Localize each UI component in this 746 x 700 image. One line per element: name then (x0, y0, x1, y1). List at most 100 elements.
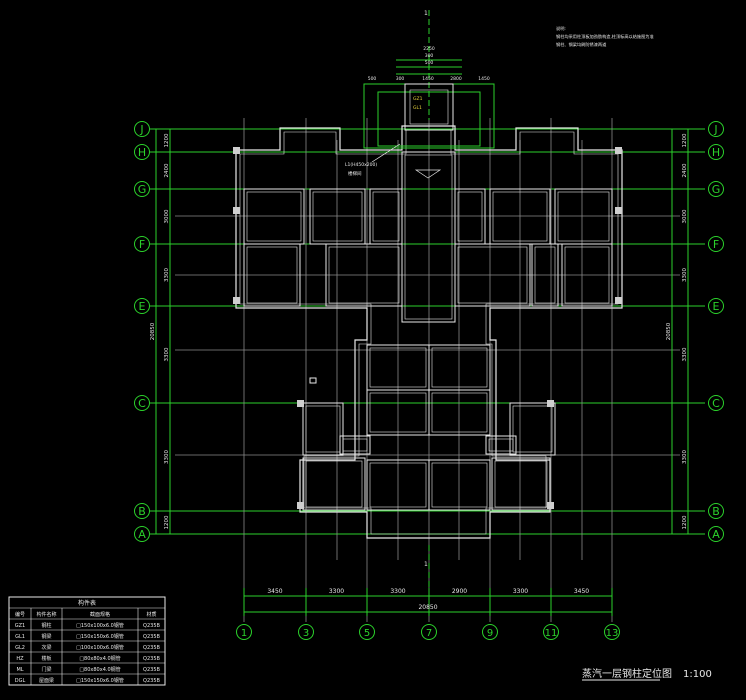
column-marker (547, 502, 554, 509)
table-cell: Q235B (143, 634, 160, 640)
column-marker (615, 147, 622, 154)
table-cell: GL2 (15, 645, 25, 651)
grid-bubble-B-right (708, 503, 724, 519)
table-cell: 次梁 (41, 644, 51, 651)
dimension-lines: 3450 3300 3300 2900 3300 3450 20850 1200 2400 300… (150, 128, 692, 616)
room-core-4 (428, 389, 491, 436)
table-cell: GZ1 (15, 623, 25, 629)
grid-label-col-9: 9 (487, 628, 493, 639)
room-upper-4 (454, 188, 486, 245)
grid-label-J: J (713, 123, 717, 136)
table-title: 构件表 (78, 599, 96, 607)
room-lower-left-inner (305, 405, 341, 453)
room-mid-right (561, 243, 613, 307)
room-mid-left (243, 243, 301, 307)
room-lower-right-inner (512, 405, 553, 453)
table-cell: ML (16, 667, 23, 673)
dim-text-left: 2400 (164, 163, 170, 177)
detail-dim-text: 2800 (450, 76, 462, 82)
table-header-cell: 构件名称 (36, 611, 56, 618)
grid-bubble-C-left (134, 395, 150, 411)
table-cell: Q235B (143, 645, 160, 651)
dim-text-bottom: 3450 (267, 588, 282, 595)
dim-text-right: 3300 (682, 347, 688, 361)
callout-stair: 楼梯间 (348, 170, 362, 177)
grid-label-col-11: 11 (545, 628, 558, 639)
dim-text-left: 3300 (164, 450, 170, 464)
column-marker (547, 400, 554, 407)
dim-text-bottom: 3300 (390, 588, 405, 595)
room-lower-left-2 (302, 457, 366, 511)
dim-text-right: 2400 (682, 163, 688, 177)
grid-bubble-col-7 (421, 624, 437, 640)
room-lower-right (509, 402, 556, 456)
detail-canopy (404, 83, 454, 131)
room-upper-2 (309, 188, 366, 245)
table-cell: 门梁 (41, 666, 51, 673)
room-mid-3-inner (457, 246, 528, 304)
grid-bubble-E-left (134, 298, 150, 314)
room-mid-left-inner (246, 246, 298, 304)
room-core-5-inner (369, 462, 427, 508)
room-upper-2-inner (312, 191, 363, 242)
room-corridor-left-inner (342, 438, 368, 452)
table-cell: Q235B (143, 656, 160, 662)
grid-bubble-A-right (708, 526, 724, 542)
callout-beam: L1(H450x200) (345, 162, 377, 168)
grid-bubble-F-right (708, 236, 724, 252)
column-marker (233, 207, 240, 214)
column-marker (233, 297, 240, 304)
detail-dim-text: 500 (425, 60, 434, 66)
room-upper-4-inner (457, 191, 483, 242)
wall-outlines (233, 125, 623, 539)
room-core-2-inner (431, 347, 488, 388)
room-upper-5-inner (492, 191, 548, 242)
grid-label-E: E (139, 300, 146, 313)
table-cell: 楼板 (41, 655, 51, 662)
dim-text-bottom: 2900 (452, 588, 467, 595)
grid-bubble-col-11 (543, 624, 559, 640)
room-core-6 (428, 459, 491, 511)
grid-bubble-H-right (708, 144, 724, 160)
room-mid-right-inner (564, 246, 610, 304)
table-cell: DGL (15, 678, 26, 684)
grid-bubble-col-3 (298, 624, 314, 640)
detail-dim-text: 1450 (478, 76, 490, 82)
member-table: 构件表编号GZ1GL1GL2HZMLDGL构件名称钢柱钢梁次梁楼板门梁屋面梁截面… (8, 596, 166, 686)
room-core-1-inner (369, 347, 427, 388)
table-cell: 屋面梁 (39, 677, 54, 684)
detail-dim-text: 1450 (422, 76, 434, 82)
room-lower-left-2-inner (305, 460, 363, 508)
detail-frame-mid (377, 91, 481, 147)
dim-text-right-total: 20850 (666, 322, 672, 340)
column-marker (615, 207, 622, 214)
grid-label-C: C (138, 397, 146, 410)
detail-dim-text: 300 (425, 53, 434, 59)
table-cell: Q235B (143, 678, 160, 684)
dim-text-bottom: 3450 (574, 588, 589, 595)
detail-dim-text: 2250 (423, 46, 435, 52)
table-header-cell: 编号 (15, 611, 25, 618)
small-marker (309, 377, 317, 384)
grid-label-col-3: 3 (303, 628, 309, 639)
section-mark-bottom: 1 (424, 561, 428, 568)
grid-label-col-13: 13 (606, 628, 619, 639)
table-header-cell: 截面规格 (90, 611, 110, 618)
grid-bubble-A-left (134, 526, 150, 542)
dim-text-right: 3000 (682, 209, 688, 223)
dim-text-right: 1200 (682, 515, 688, 529)
table-cell: □80x80x4.0钢管 (79, 666, 120, 673)
room-upper-left-inner (246, 191, 302, 242)
grid-label-F: F (139, 238, 145, 251)
detail-canopy-inner (409, 89, 449, 125)
room-upper-3-inner (372, 191, 400, 242)
table-cell: □150x100x6.0钢管 (76, 622, 124, 629)
room-core-4-inner (431, 392, 488, 433)
grid-bubble-J-right (708, 121, 724, 137)
room-corridor-left (339, 435, 371, 455)
grid-bubble-B-left (134, 503, 150, 519)
grid-bubble-col-5 (359, 624, 375, 640)
